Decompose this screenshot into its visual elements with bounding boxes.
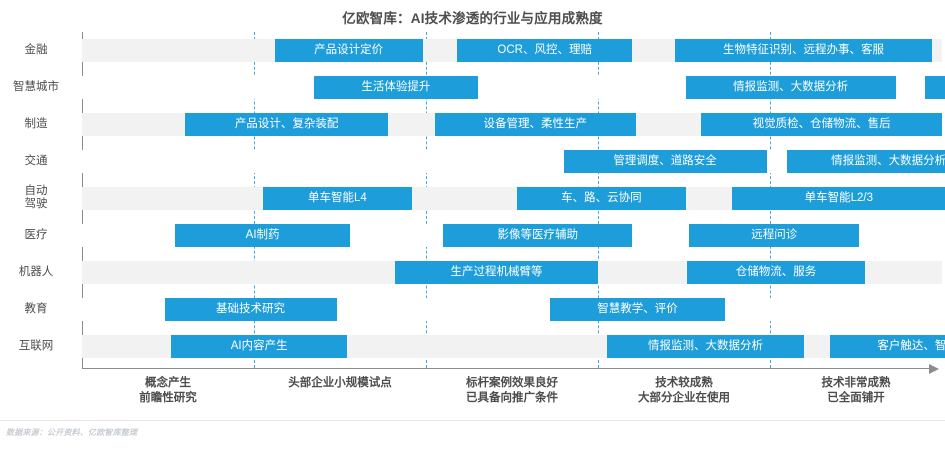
bar-segment[interactable]: 设备管理、柔性生产: [434, 113, 636, 136]
stage-label-4: 技术非常成熟已全面铺开: [821, 377, 891, 404]
y-axis-label-2: 制造: [24, 117, 48, 130]
bar-segment[interactable]: 情报监测、大数据分析: [685, 76, 896, 99]
chart-row: AI内容产生 情报监测、大数据分析 客户触达、智慧营销: [82, 328, 945, 365]
page-title: 亿欧智库：AI技术渗透的行业与应用成熟度: [342, 11, 603, 26]
bar-segment[interactable]: 车、路、云协同: [517, 187, 686, 210]
stage-label-3: 技术较成熟大部分企业在使用: [638, 377, 730, 404]
y-axis-label-8: 互联网: [18, 339, 54, 352]
chart-row: 生产过程机械臂等 仓储物流、服务: [82, 254, 942, 291]
y-axis-label-1: 智慧城市: [13, 80, 59, 93]
bar-segment[interactable]: 产品设计、复杂装配: [185, 113, 389, 136]
y-axis-label-6: 机器人: [18, 265, 54, 278]
bar-segment[interactable]: 安防: [924, 76, 945, 99]
chart-row: AI制药 影像等医疗辅助 远程问诊: [82, 217, 942, 254]
bar-segment[interactable]: 仓储物流、服务: [687, 261, 865, 284]
chart-row: 生活体验提升 情报监测、大数据分析 安防: [82, 69, 945, 106]
bar-segment[interactable]: 视觉质检、仓储物流、售后: [701, 113, 942, 136]
bar-segment[interactable]: AI制药: [174, 224, 351, 247]
chart-row: 产品设计、复杂装配 设备管理、柔性生产 视觉质检、仓储物流、售后: [82, 106, 942, 143]
footer-divider: [0, 420, 945, 421]
y-axis-label-3: 交通: [24, 154, 48, 167]
bar-segment[interactable]: 情报监测、大数据分析: [606, 335, 805, 358]
bar-segment[interactable]: 管理调度、道路安全: [563, 150, 767, 173]
chart-row: 基础技术研究 智慧教学、评价: [82, 291, 942, 328]
bar-segment[interactable]: 情报监测、大数据分析: [787, 150, 945, 173]
y-axis-label-4: 自动驾驶: [24, 185, 48, 210]
bar-segment[interactable]: 基础技术研究: [164, 298, 337, 321]
chart-row: 管理调度、道路安全情报监测、大数据分析: [82, 143, 945, 180]
bar-segment[interactable]: 生活体验提升: [314, 76, 478, 99]
stage-label-0: 概念产生前瞻性研究: [139, 377, 197, 404]
stage-label-1: 头部企业小规模试点: [288, 377, 392, 389]
source-note: 数据来源：公开资料、亿欧智库整理: [6, 428, 138, 437]
chart-row: 单车智能L4 车、路、云协同 单车智能L2/3: [82, 180, 945, 217]
stage-label-2: 标杆案例效果良好已具备向推广条件: [466, 377, 558, 404]
y-axis-label-5: 医疗: [24, 228, 48, 241]
x-axis-arrow-icon: [929, 363, 939, 374]
x-axis-line: [82, 368, 930, 369]
bar-segment[interactable]: 远程问诊: [689, 224, 860, 247]
bar-segment[interactable]: AI内容产生: [171, 335, 347, 358]
bar-segment[interactable]: 生产过程机械臂等: [395, 261, 598, 284]
bar-segment[interactable]: 产品设计定价: [274, 39, 423, 62]
y-axis-label-0: 金融: [24, 43, 48, 56]
bar-segment[interactable]: 客户触达、智慧营销: [830, 335, 945, 358]
bar-segment[interactable]: OCR、风控、理赔: [456, 39, 633, 62]
bar-segment[interactable]: 单车智能L4: [262, 187, 413, 210]
bar-segment[interactable]: 单车智能L2/3: [732, 187, 945, 210]
chart-row: 产品设计定价 OCR、风控、理赔 生物特征识别、远程办事、客服: [82, 32, 942, 69]
bar-segment[interactable]: 生物特征识别、远程办事、客服: [675, 39, 932, 62]
bar-segment[interactable]: 智慧教学、评价: [549, 298, 726, 321]
y-axis-label-7: 教育: [24, 302, 48, 315]
bar-segment[interactable]: 影像等医疗辅助: [443, 224, 633, 247]
